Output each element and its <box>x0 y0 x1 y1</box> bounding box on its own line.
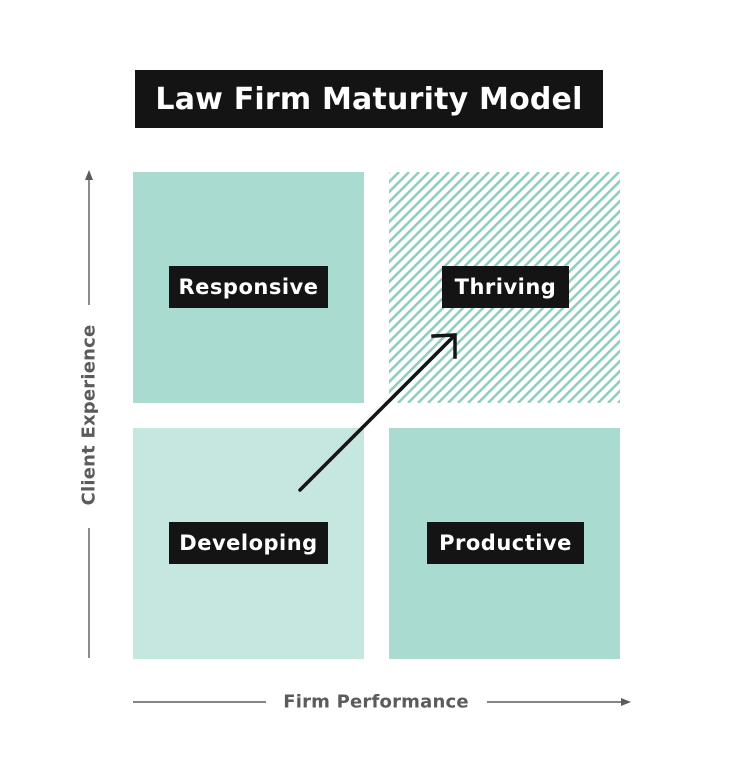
thriving-stripe <box>389 172 550 334</box>
thriving-stripe <box>389 172 470 254</box>
thriving-stripe <box>389 172 440 224</box>
thriving-stripe <box>547 329 620 403</box>
thriving-stripe <box>389 172 520 304</box>
y-axis-label: Client Experience <box>78 324 100 506</box>
progression-arrow-shaft <box>298 336 454 492</box>
thriving-stripe <box>389 172 480 264</box>
label-productive: Productive <box>427 522 584 564</box>
label-thriving: Thriving <box>442 266 569 308</box>
thriving-stripe <box>389 172 460 244</box>
x-axis-arrowhead-icon <box>621 698 631 706</box>
thriving-stripe <box>537 319 620 403</box>
thriving-stripe <box>487 269 620 403</box>
title-banner: Law Firm Maturity Model <box>135 70 603 128</box>
thriving-stripe <box>507 289 620 403</box>
thriving-stripe <box>527 309 620 403</box>
page-title: Law Firm Maturity Model <box>155 81 583 117</box>
thriving-stripe <box>389 172 430 214</box>
thriving-stripe <box>577 359 620 403</box>
thriving-stripe <box>389 172 510 294</box>
x-axis-label: Firm Performance <box>283 691 469 713</box>
thriving-stripe <box>497 279 620 403</box>
thriving-stripe <box>467 249 620 403</box>
thriving-stripe <box>567 349 620 403</box>
thriving-stripe <box>389 172 490 274</box>
thriving-stripe <box>557 339 620 403</box>
thriving-stripe <box>389 172 530 314</box>
thriving-stripe <box>389 172 540 324</box>
y-axis-arrowhead-icon <box>85 170 93 180</box>
label-developing: Developing <box>169 522 328 564</box>
progression-arrow-head-icon <box>431 333 457 359</box>
thriving-stripe <box>389 172 450 234</box>
thriving-stripe <box>517 299 620 403</box>
thriving-stripe <box>389 172 500 284</box>
thriving-stripe <box>457 239 620 403</box>
thriving-stripe <box>477 259 620 403</box>
label-responsive: Responsive <box>169 266 328 308</box>
